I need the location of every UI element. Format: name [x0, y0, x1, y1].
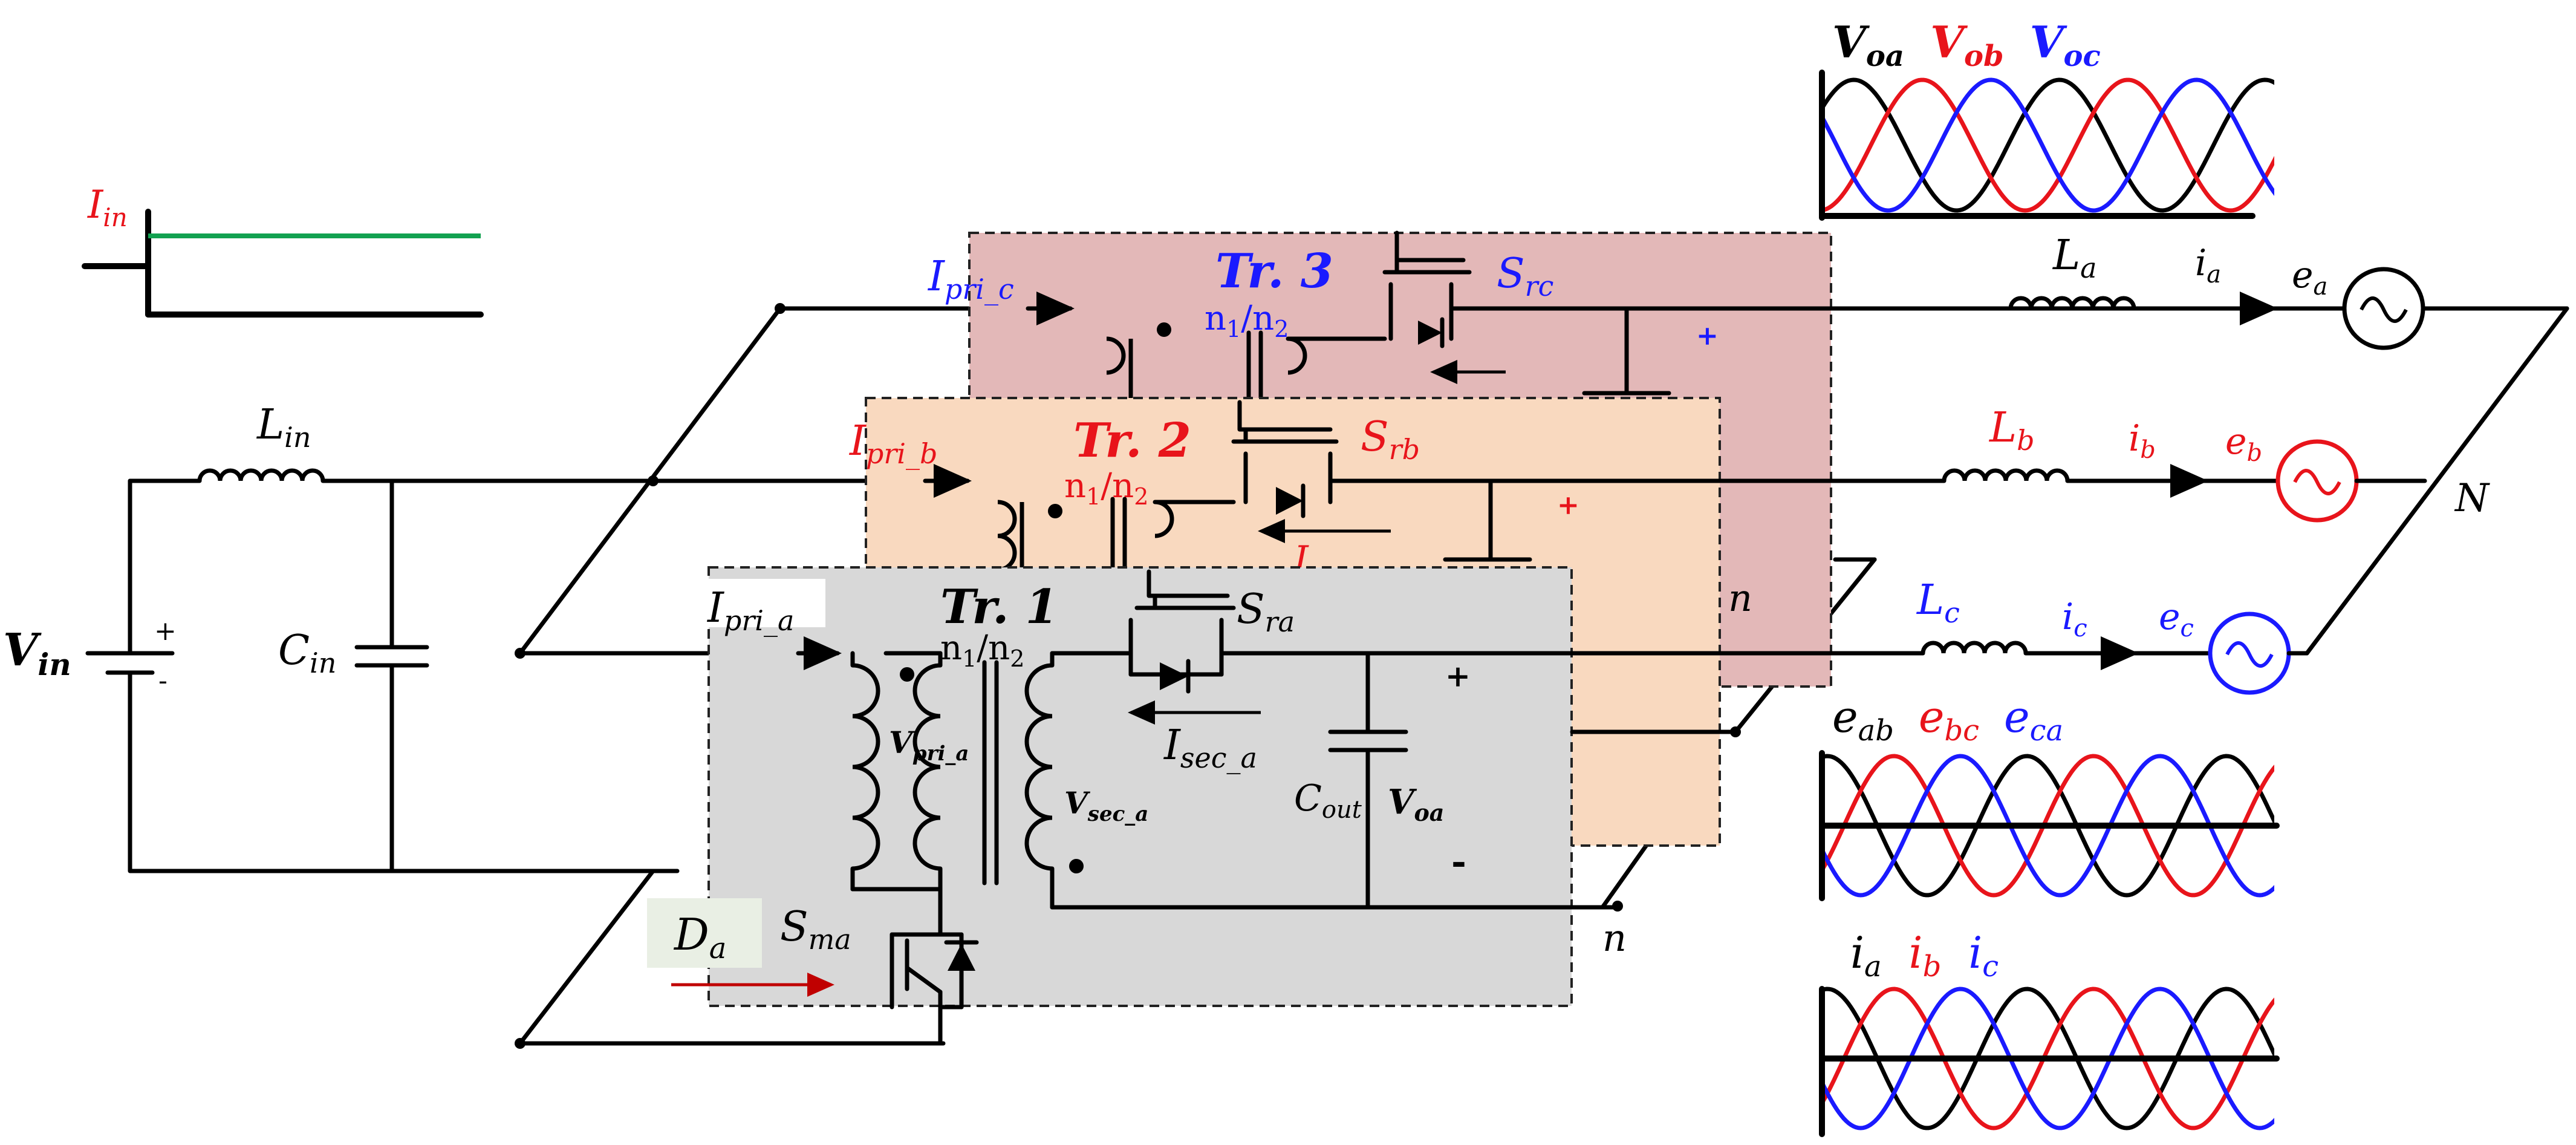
- vpri-a-label: Vpri_a: [889, 725, 969, 766]
- ea-label: ea: [2292, 254, 2327, 301]
- module-a-n-label: n: [1602, 916, 1627, 960]
- module-a-plus: +: [1445, 658, 1471, 694]
- e-wave-bc: [1822, 754, 2274, 898]
- e-legend-ab: e: [1832, 691, 1858, 742]
- input-current-waveform: Iin: [82, 183, 484, 318]
- src-label: Src: [1497, 250, 1553, 302]
- ec-label: ec: [2159, 596, 2194, 642]
- vo-wave-c: [1822, 77, 2274, 213]
- e-line-waveform-plot: eab ebc eca: [1819, 691, 2280, 901]
- module-c-n-label: n: [1728, 576, 1752, 620]
- e-legend-ca: e: [2004, 691, 2030, 742]
- vo-waveform-plot: Voa Vob Voc: [1819, 16, 2274, 221]
- cout-label: Cout: [1294, 777, 1362, 824]
- vsec-a-label: Vsec_a: [1064, 785, 1148, 826]
- i-legend-a: i: [1850, 927, 1864, 978]
- module-a-minus: -: [1451, 841, 1466, 883]
- tr3-label: Tr. 3: [1215, 244, 1333, 299]
- vo-wave-a: [1822, 77, 2274, 213]
- tr1-label: Tr. 1: [940, 579, 1058, 634]
- output-phase-b: Lb ib eb: [1939, 404, 2427, 523]
- i-legend: ia ib ic: [1850, 927, 1999, 987]
- ib-label: ib: [2129, 417, 2156, 464]
- isec-a-label: Isec_a: [1163, 722, 1257, 774]
- e-wave-ca: [1822, 754, 2274, 898]
- vo-legend-a: V: [1832, 16, 1870, 68]
- module-b-plus: +: [1557, 490, 1579, 521]
- output-phase-c: Lc ic ec: [1872, 576, 2309, 695]
- cin-label: Cin: [278, 627, 336, 679]
- i-wave-c: [1822, 987, 2274, 1130]
- ic-label: ic: [2062, 596, 2087, 642]
- i-wave-b: [1822, 987, 2274, 1130]
- e-legend-bc: e: [1919, 691, 1945, 742]
- neutral-point-n: N: [2304, 306, 2569, 656]
- tr3-ratio: n1/n2: [1205, 299, 1289, 342]
- voa-label: Voa: [1388, 782, 1444, 826]
- module-a: Ipri_a Tr. 1 n1/n2 Vpri_a Vsec_a Sr: [647, 566, 1877, 1046]
- sma-label: Sma: [780, 903, 851, 956]
- battery-plus: +: [154, 616, 177, 647]
- ia-label: ia: [2195, 242, 2221, 289]
- i-phase-waveform-plot: ia ib ic: [1819, 927, 2280, 1137]
- iin-label: Iin: [87, 183, 128, 232]
- i-legend-b: i: [1909, 927, 1923, 978]
- e-legend: eab ebc eca: [1832, 691, 2063, 751]
- lc-label: Lc: [1916, 576, 1960, 629]
- vo-legend: Voa Vob Voc: [1832, 16, 2101, 76]
- output-phase-a: La ia ea: [1830, 232, 2569, 350]
- ipri-a-label: Ipri_a: [706, 584, 794, 637]
- input-stage: Lin + - Vin Cin: [3, 401, 1200, 873]
- lb-label: Lb: [1988, 404, 2035, 457]
- srb-label: Srb: [1361, 413, 1420, 466]
- ipri-b-label: Ipri_b: [848, 417, 937, 470]
- la-label: La: [2052, 232, 2097, 284]
- vo-legend-c: V: [2030, 16, 2067, 68]
- tr1-ratio: n1/n2: [940, 628, 1024, 672]
- neutral-n-label: N: [2454, 476, 2490, 521]
- da-label: Da: [673, 909, 726, 965]
- lin-label: Lin: [256, 401, 311, 454]
- sra-label: Sra: [1237, 586, 1295, 638]
- e-wave-ab: [1822, 754, 2274, 898]
- module-c-plus: +: [1696, 321, 1719, 351]
- vin-label: Vin: [3, 624, 71, 682]
- tr2-label: Tr. 2: [1073, 413, 1191, 468]
- battery-minus: -: [158, 665, 168, 696]
- eb-label: eb: [2225, 420, 2262, 467]
- ipri-c-label: Ipri_c: [927, 253, 1014, 305]
- vo-wave-b: [1822, 77, 2274, 213]
- vo-legend-b: V: [1930, 16, 1968, 68]
- i-legend-c: i: [1968, 927, 1982, 978]
- i-wave-a: [1822, 987, 2274, 1130]
